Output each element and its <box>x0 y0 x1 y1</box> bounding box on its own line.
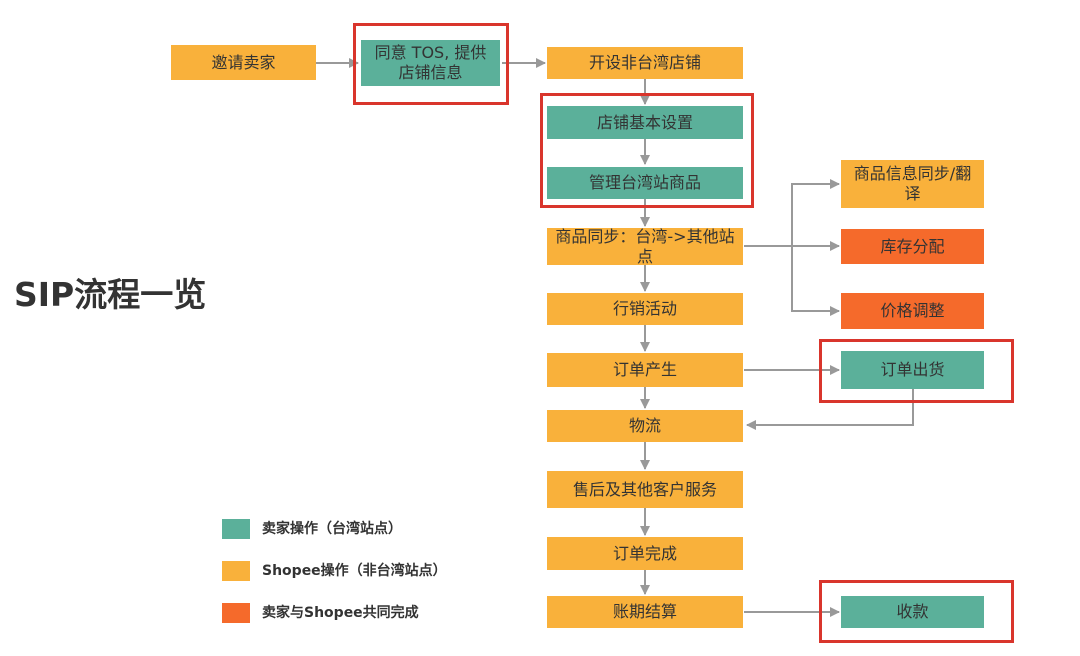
node-manage-products: 管理台湾站商品 <box>547 167 743 199</box>
node-order-created: 订单产生 <box>547 353 743 387</box>
highlight-tos <box>353 23 509 105</box>
node-inventory: 库存分配 <box>841 229 984 264</box>
node-price: 价格调整 <box>841 293 984 329</box>
node-agree-tos: 同意 TOS, 提供店铺信息 <box>361 40 500 86</box>
highlight-setup-group <box>540 93 754 208</box>
legend-swatch-joint <box>222 603 250 623</box>
highlight-ship <box>819 339 1014 403</box>
node-after-sales: 售后及其他客户服务 <box>547 471 743 508</box>
arrow-sync-to-info <box>791 179 840 246</box>
legend-label-shopee: Shopee操作（非台湾站点） <box>262 563 447 579</box>
arrow-sync-to-price <box>791 246 840 316</box>
node-settlement: 账期结算 <box>547 596 743 628</box>
legend-label-seller: 卖家操作（台湾站点） <box>262 521 402 537</box>
node-marketing: 行销活动 <box>547 293 743 325</box>
legend-label-joint: 卖家与Shopee共同完成 <box>262 605 419 621</box>
node-sync-info: 商品信息同步/翻译 <box>841 160 984 208</box>
legend-swatch-shopee <box>222 561 250 581</box>
node-open-store: 开设非台湾店铺 <box>547 47 743 79</box>
highlight-payment <box>819 580 1014 643</box>
node-payment: 收款 <box>841 596 984 628</box>
node-ship: 订单出货 <box>841 351 984 389</box>
node-invite-seller: 邀请卖家 <box>171 45 316 80</box>
node-product-sync: 商品同步：台湾->其他站点 <box>547 227 743 266</box>
node-logistics: 物流 <box>547 410 743 442</box>
legend-swatch-seller <box>222 519 250 539</box>
page-title: SIP流程一览 <box>14 275 207 314</box>
node-store-setup: 店铺基本设置 <box>547 106 743 139</box>
node-order-done: 订单完成 <box>547 537 743 570</box>
